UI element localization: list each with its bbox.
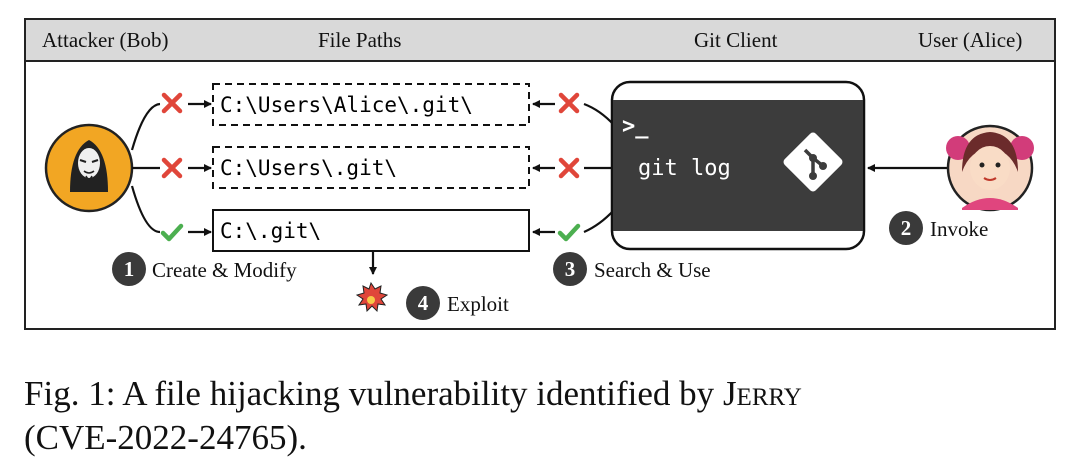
check-icon: [557, 223, 581, 242]
step-badge-2: 2: [889, 211, 923, 245]
step-label-2: Invoke: [930, 217, 989, 241]
check-icon: [160, 223, 184, 242]
cross-icon: [161, 157, 183, 179]
client-branches: [532, 100, 615, 236]
step-badge-1: 1: [112, 252, 146, 286]
step-badge-3: 3: [553, 252, 587, 286]
header-git-client: Git Client: [694, 28, 778, 52]
caption-prefix: Fig. 1: A file hijacking vulnerability i…: [24, 374, 723, 413]
git-logo-icon: [783, 132, 843, 192]
figure-caption: Fig. 1: A file hijacking vulnerability i…: [24, 372, 1058, 460]
attacker-branches: [130, 100, 212, 236]
header-user: User (Alice): [918, 28, 1023, 52]
path-text-alice: C:\Users\Alice\.git\: [220, 93, 473, 117]
step-badge-4: 4: [406, 286, 440, 320]
path-box-alice: [212, 83, 530, 126]
path-text-root: C:\.git\: [220, 219, 321, 243]
user-avatar: [946, 124, 1034, 212]
diagram-frame: Attacker (Bob) File Paths Git Client Use…: [24, 18, 1056, 330]
step-label-3: Search & Use: [594, 258, 711, 282]
step-label-4: Exploit: [447, 292, 509, 316]
path-box-users: [212, 146, 530, 189]
flow-diagram: C:\Users\Alice\.git\ C:\Users\.git\ C:\.…: [44, 80, 1034, 313]
terminal-prompt: >_: [622, 114, 649, 139]
cross-icon: [558, 92, 580, 114]
cross-icon: [558, 157, 580, 179]
header-bar: Attacker (Bob) File Paths Git Client Use…: [26, 20, 1054, 62]
header-file-paths: File Paths: [318, 28, 402, 52]
path-text-users: C:\Users\.git\: [220, 156, 397, 180]
header-attacker: Attacker (Bob): [42, 28, 169, 52]
path-box-root: [212, 209, 530, 252]
caption-suffix: (CVE-2022-24765).: [24, 418, 307, 457]
caption-tool: Jerry: [722, 374, 802, 413]
cross-icon: [161, 92, 183, 114]
explosion-icon: [355, 281, 389, 313]
step-label-1: Create & Modify: [152, 258, 297, 282]
terminal-window: [610, 80, 866, 251]
terminal-command: git log: [638, 156, 731, 181]
attacker-avatar: [44, 123, 134, 213]
